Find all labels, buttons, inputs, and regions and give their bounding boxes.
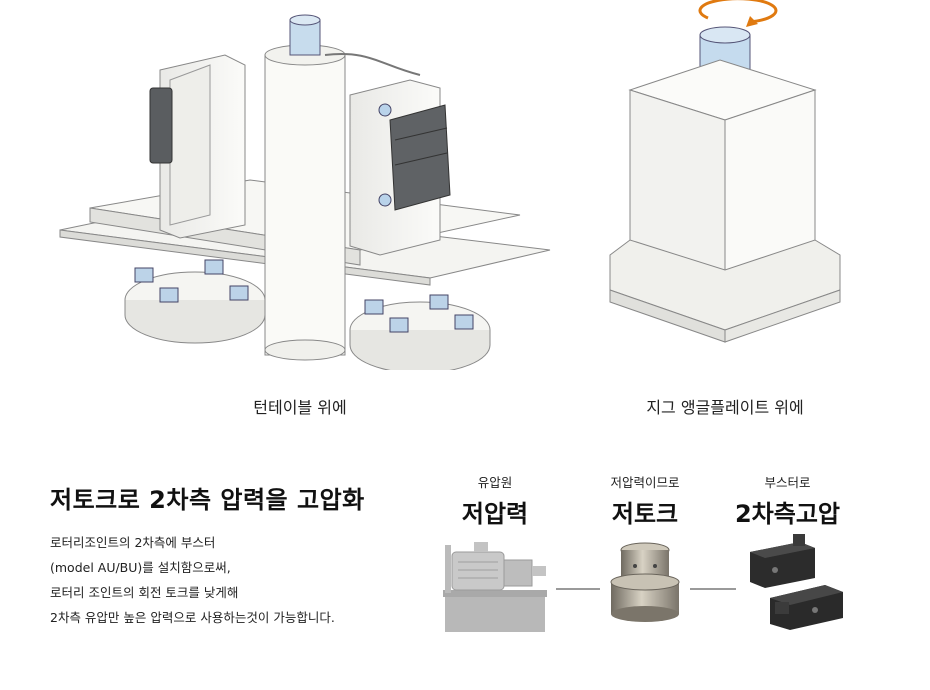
hydraulic-pump-unit-image bbox=[443, 542, 547, 632]
jig-plate-caption: 지그 앵글플레이트 위에 bbox=[646, 398, 804, 417]
flow-step-top-label: 유압원 bbox=[477, 475, 513, 490]
jig-angle-plate-illustration bbox=[609, 0, 841, 343]
flow-connector bbox=[690, 588, 736, 590]
flow-connector bbox=[556, 588, 600, 590]
description-line: 로터리조인트의 2차측에 부스터 bbox=[50, 535, 216, 550]
rotary-joint-image bbox=[610, 542, 680, 622]
description: 로터리조인트의 2차측에 부스터 (model AU/BU)를 설치함으로써, … bbox=[50, 530, 430, 630]
turntable-fixture-illustration bbox=[59, 14, 551, 370]
description-line: 2차측 유압만 높은 압력으로 사용하는것이 가능합니다. bbox=[50, 610, 335, 625]
flow-step-top-label: 부스터로 bbox=[764, 475, 811, 490]
flow-step-top-label: 저압력이므로 bbox=[610, 475, 680, 490]
booster-units-image bbox=[750, 534, 843, 630]
description-line: 로터리 조인트의 회전 토크를 낮게해 bbox=[50, 585, 239, 600]
flow-step-main-label: 저토크 bbox=[611, 500, 679, 528]
turntable-caption: 턴테이블 위에 bbox=[253, 398, 347, 417]
flow-step-main-label: 2차측고압 bbox=[734, 500, 841, 528]
headline: 저토크로 2차측 압력을 고압화 bbox=[50, 486, 365, 514]
description-line: (model AU/BU)를 설치함으로써, bbox=[50, 560, 231, 575]
flow-step-main-label: 저압력 bbox=[461, 500, 529, 528]
